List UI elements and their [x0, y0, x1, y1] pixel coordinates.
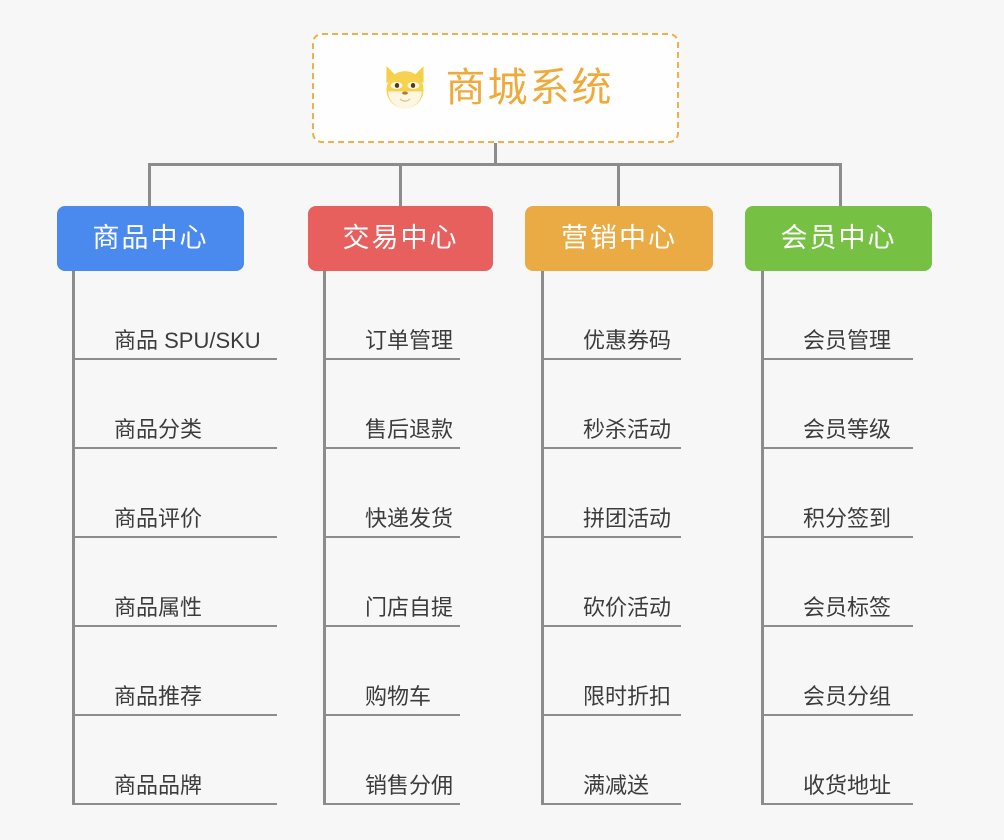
leaf-item[interactable]: 收货地址: [761, 716, 913, 805]
leaf-item-underline: [72, 625, 277, 627]
leaf-item[interactable]: 售后退款: [323, 360, 460, 449]
connector-root-stem: [494, 143, 497, 165]
category-header-member[interactable]: 会员中心: [745, 206, 932, 271]
leaf-item-underline: [323, 358, 460, 360]
leaf-item-label: 积分签到: [803, 506, 892, 531]
leaf-item-label: 商品分类: [114, 417, 203, 442]
leaf-item-label: 会员标签: [803, 595, 892, 620]
leaf-item-underline: [72, 803, 277, 805]
leaf-item-underline: [761, 536, 913, 538]
leaf-item[interactable]: 会员等级: [761, 360, 913, 449]
leaf-item[interactable]: 商品推荐: [72, 627, 277, 716]
leaf-item-label: 门店自提: [365, 595, 454, 620]
leaf-item-underline: [323, 625, 460, 627]
leaf-item-label: 砍价活动: [583, 595, 672, 620]
leaf-item-label: 商品推荐: [114, 684, 203, 709]
leaf-spine: [541, 271, 544, 805]
leaf-item-label: 拼团活动: [583, 506, 672, 531]
leaf-item[interactable]: 快递发货: [323, 449, 460, 538]
leaf-item[interactable]: 商品品牌: [72, 716, 277, 805]
category-header-label: 交易中心: [342, 223, 459, 253]
leaf-item-underline: [761, 447, 913, 449]
leaf-item-underline: [72, 358, 277, 360]
leaf-item-underline: [761, 714, 913, 716]
leaf-item[interactable]: 销售分佣: [323, 716, 460, 805]
leaf-item-underline: [541, 803, 681, 805]
connector-drop-1: [148, 163, 151, 206]
leaf-item[interactable]: 商品属性: [72, 538, 277, 627]
leaf-item-underline: [541, 625, 681, 627]
leaf-item[interactable]: 购物车: [323, 627, 460, 716]
leaf-item-underline: [72, 447, 277, 449]
category-header-label: 营销中心: [561, 223, 677, 253]
leaf-item[interactable]: 会员管理: [761, 271, 913, 360]
leaf-item-underline: [323, 803, 460, 805]
leaf-item[interactable]: 会员标签: [761, 538, 913, 627]
leaf-item-label: 商品品牌: [114, 773, 203, 798]
leaf-item-label: 会员管理: [803, 328, 892, 353]
connector-horizontal-bus: [148, 163, 842, 166]
leaf-item-label: 会员等级: [803, 417, 892, 442]
leaf-item[interactable]: 商品评价: [72, 449, 277, 538]
leaf-spine: [72, 271, 75, 805]
leaf-item-underline: [761, 803, 913, 805]
category-header-product[interactable]: 商品中心: [57, 206, 244, 271]
leaf-item[interactable]: 订单管理: [323, 271, 460, 360]
connector-drop-4: [839, 163, 842, 206]
leaf-item[interactable]: 商品 SPU/SKU: [72, 271, 277, 360]
leaf-item[interactable]: 秒杀活动: [541, 360, 681, 449]
leaf-item-label: 快递发货: [365, 506, 454, 531]
leaf-item[interactable]: 优惠券码: [541, 271, 681, 360]
category-header-trade[interactable]: 交易中心: [308, 206, 493, 271]
leaf-item-label: 商品评价: [114, 506, 203, 531]
leaf-item-label: 销售分佣: [365, 773, 454, 798]
leaf-item-underline: [323, 714, 460, 716]
root-node[interactable]: 商城系统: [312, 33, 679, 143]
leaf-spine: [761, 271, 764, 805]
connector-drop-3: [617, 163, 620, 206]
leaf-item-underline: [72, 714, 277, 716]
leaf-item-underline: [323, 536, 460, 538]
leaf-item[interactable]: 满减送: [541, 716, 681, 805]
leaf-item-label: 满减送: [583, 773, 650, 798]
leaf-item-underline: [323, 447, 460, 449]
leaf-item-label: 收货地址: [803, 773, 892, 798]
leaf-item-underline: [541, 447, 681, 449]
leaf-item-label: 会员分组: [803, 684, 892, 709]
category-header-label: 会员中心: [780, 223, 897, 253]
shiba-dog-face-icon: [385, 66, 424, 110]
leaf-item-underline: [761, 358, 913, 360]
category-header-marketing[interactable]: 营销中心: [525, 206, 713, 271]
leaf-item[interactable]: 砍价活动: [541, 538, 681, 627]
leaf-item[interactable]: 积分签到: [761, 449, 913, 538]
leaf-item-label: 售后退款: [365, 417, 454, 442]
leaf-item-underline: [541, 358, 681, 360]
leaf-item-underline: [761, 625, 913, 627]
leaf-item-label: 订单管理: [365, 328, 454, 353]
leaf-item-underline: [541, 536, 681, 538]
root-title: 商城系统: [445, 66, 614, 110]
leaf-item[interactable]: 会员分组: [761, 627, 913, 716]
leaf-item-label: 商品属性: [114, 595, 203, 620]
leaf-item-label: 限时折扣: [583, 684, 672, 709]
leaf-spine: [323, 271, 326, 805]
leaf-item-label: 优惠券码: [583, 328, 672, 353]
leaf-item[interactable]: 门店自提: [323, 538, 460, 627]
leaf-item[interactable]: 限时折扣: [541, 627, 681, 716]
leaf-item[interactable]: 拼团活动: [541, 449, 681, 538]
category-header-label: 商品中心: [92, 223, 209, 253]
leaf-item-underline: [541, 714, 681, 716]
connector-drop-2: [399, 163, 402, 206]
leaf-item-label: 购物车: [365, 684, 432, 709]
leaf-item[interactable]: 商品分类: [72, 360, 277, 449]
leaf-item-label: 商品 SPU/SKU: [114, 328, 261, 353]
leaf-item-label: 秒杀活动: [583, 417, 672, 442]
leaf-item-underline: [72, 536, 277, 538]
